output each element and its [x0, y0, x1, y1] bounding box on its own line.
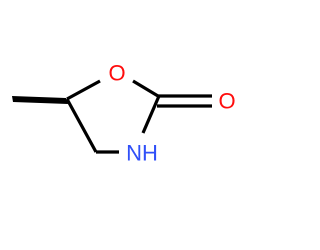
bond-o1-c2: [132, 79, 159, 98]
bond-c2-n3: [141, 95, 161, 134]
wedge-bond-methyl: [12, 96, 68, 104]
bond-c4-c5: [65, 98, 98, 153]
bond-c5-o1: [66, 79, 101, 101]
molecule-structure: O O NH: [12, 61, 236, 166]
carbonyl-oxygen-label: O: [218, 89, 235, 114]
ring-nitrogen-label: NH: [126, 141, 158, 166]
ring-oxygen-label: O: [108, 61, 125, 86]
